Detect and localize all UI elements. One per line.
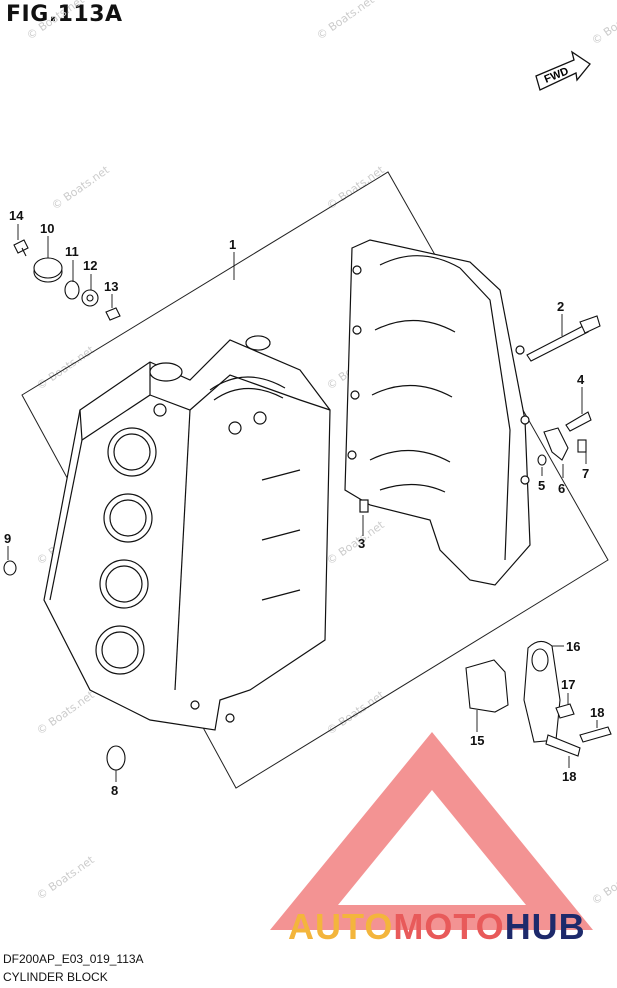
fwd-arrow-icon: FWD: [535, 50, 591, 91]
crankcase-part: [344, 239, 531, 586]
callout-18a: 18: [590, 705, 604, 720]
watermark-text: © Boats.net: [589, 858, 617, 908]
brand-part-moto: MOTO: [393, 906, 505, 947]
brand-part-auto: AUTO: [288, 906, 394, 947]
callout-5: 5: [538, 478, 545, 493]
figure-caption: CYLINDER BLOCK: [3, 970, 108, 984]
callout-11: 11: [65, 244, 79, 259]
brand-part-hub: HUB: [504, 906, 586, 947]
callout-7: 7: [582, 466, 589, 481]
brand-triangle-logo: [270, 732, 593, 930]
callout-3: 3: [358, 536, 365, 551]
callout-16: 16: [566, 639, 580, 654]
callout-10: 10: [40, 221, 54, 236]
callout-15: 15: [470, 733, 484, 748]
figure-title: FIG.113A: [6, 2, 123, 27]
callout-13: 13: [104, 279, 118, 294]
watermark-text: © Boats.net: [24, 0, 87, 42]
watermark-text: © Boats.net: [324, 688, 387, 738]
leader-lines: [7, 224, 598, 782]
watermark-text: © Boats.net: [324, 518, 387, 568]
callout-1: 1: [229, 237, 236, 252]
watermark-text: © Boats.net: [314, 0, 377, 42]
figure-code: DF200AP_E03_019_113A: [3, 952, 144, 966]
callout-18b: 18: [562, 769, 576, 784]
callout-12: 12: [83, 258, 97, 273]
small-parts: [3, 239, 612, 771]
brand-watermark: AUTOMOTOHUB: [288, 906, 586, 948]
watermark-text: © Boats.net: [589, 0, 617, 47]
callout-14: 14: [9, 208, 24, 223]
watermark-text: © Boats.net: [34, 343, 97, 393]
watermark-text: © Boats.net: [49, 163, 112, 213]
callout-4: 4: [577, 372, 585, 387]
cylinder-block-part: [43, 335, 331, 731]
watermark-text: © Boats.net: [34, 853, 97, 903]
callout-17: 17: [561, 677, 575, 692]
callout-9: 9: [4, 531, 11, 546]
callout-labels: 1 2 3 4 5 6 7 8 9 10 11 12 13 14 15 16 1…: [4, 208, 604, 798]
callout-8: 8: [111, 783, 118, 798]
callout-6: 6: [558, 481, 565, 496]
callout-2: 2: [557, 299, 564, 314]
watermark-text: © Boats.net: [34, 688, 97, 738]
